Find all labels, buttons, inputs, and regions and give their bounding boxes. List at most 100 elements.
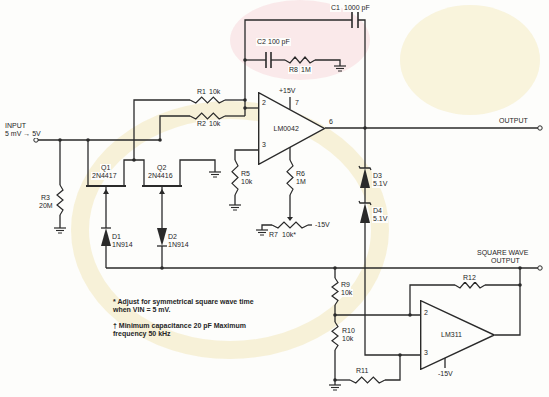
footnote: * Adjust for symmetrical square wave tim… xyxy=(112,298,264,314)
component-label: D1 xyxy=(111,233,122,241)
component-label: 2N4417 xyxy=(91,172,118,180)
component-label: Q2 xyxy=(156,164,167,172)
component-label: R11 xyxy=(355,367,369,375)
wire xyxy=(364,188,365,203)
wire xyxy=(235,150,258,160)
wire xyxy=(385,355,400,380)
component-label: R6 xyxy=(295,170,306,178)
wire xyxy=(225,99,245,100)
watermark xyxy=(80,110,380,350)
junction-dot xyxy=(86,138,90,142)
component-label: OUTPUT xyxy=(490,257,521,265)
junction-dot xyxy=(333,266,337,270)
wire xyxy=(234,195,235,205)
terminal xyxy=(538,126,542,130)
component-label: 10k* xyxy=(281,231,297,239)
resistor-symbol xyxy=(350,377,385,383)
terminal xyxy=(34,138,38,142)
component-label: 1M xyxy=(300,66,312,74)
wire xyxy=(245,59,266,60)
junction-dot xyxy=(160,266,164,270)
op-amp-outline xyxy=(259,93,325,165)
junction-dot xyxy=(132,158,136,162)
op-amp-outline xyxy=(421,301,495,370)
component-label: R8 xyxy=(288,66,299,74)
capacitor-symbol xyxy=(351,12,353,28)
component-label: 20M xyxy=(38,202,54,210)
wire xyxy=(225,115,245,116)
capacitor-symbol xyxy=(265,52,267,68)
junction-dot xyxy=(518,266,522,270)
resistor-symbol xyxy=(190,97,225,103)
wire xyxy=(105,186,106,228)
wire xyxy=(444,358,445,368)
wire xyxy=(161,186,162,228)
component-label: D2 xyxy=(167,233,178,241)
wire xyxy=(364,128,365,168)
op-amp: LM311 xyxy=(420,300,495,370)
wire xyxy=(245,107,258,108)
ground-symbol xyxy=(211,174,219,175)
ground-symbol xyxy=(209,171,221,172)
diode-symbol xyxy=(101,228,111,246)
component-label: OUTPUT xyxy=(498,117,529,125)
terminal xyxy=(538,266,542,270)
wire xyxy=(180,160,215,186)
component-label: 1N914 xyxy=(111,241,134,249)
component-label: R5 xyxy=(240,170,251,178)
component-label: D4 xyxy=(372,207,383,215)
resistor-symbol xyxy=(332,278,338,305)
wire xyxy=(325,127,538,128)
component-label: R3 xyxy=(40,194,51,202)
resistor-symbol xyxy=(272,222,308,228)
resistor-symbol xyxy=(285,57,315,63)
component-label: R9 xyxy=(340,281,351,289)
component-label: 1N914 xyxy=(167,241,190,249)
component-label: R10 xyxy=(341,327,356,335)
wire xyxy=(271,59,285,60)
op-amp: LM0042 xyxy=(258,92,325,165)
junction-dot xyxy=(398,353,402,357)
wire xyxy=(289,195,290,219)
wire xyxy=(245,20,352,116)
ground-symbol xyxy=(338,71,342,72)
junction-dot xyxy=(408,313,412,317)
component-label: R12 xyxy=(462,274,477,282)
component-label: 10k xyxy=(208,120,221,128)
component-label: -15V xyxy=(314,221,331,229)
wire xyxy=(106,267,538,268)
wire xyxy=(308,224,312,225)
wire xyxy=(495,268,520,335)
zener-diode xyxy=(360,168,370,188)
junction-dot xyxy=(243,106,247,110)
wire xyxy=(59,140,60,185)
component-label: 2N4416 xyxy=(147,172,174,180)
component-label: 1000 pF xyxy=(343,4,371,12)
component-label: 5 mV → 5V xyxy=(4,130,42,138)
watermark xyxy=(230,0,370,80)
wire xyxy=(335,314,420,315)
component-label: Q1 xyxy=(100,164,111,172)
ground-symbol xyxy=(256,229,268,230)
wire xyxy=(59,215,60,228)
component-label: C2 xyxy=(256,38,267,46)
component-label: 1M xyxy=(295,178,307,186)
resistor-symbol xyxy=(455,282,485,288)
ground-symbol xyxy=(213,177,217,178)
part-number: LM0042 xyxy=(273,125,298,133)
part-number: LM311 xyxy=(441,331,462,339)
component-label: 5.1V xyxy=(372,215,388,223)
component-label: R1 xyxy=(196,88,207,96)
ground-symbol xyxy=(258,232,266,233)
component-label: 5.1V xyxy=(372,180,388,188)
resistor-symbol xyxy=(190,113,225,119)
component-label: C1 xyxy=(330,4,341,12)
ground-symbol xyxy=(233,210,237,211)
component-label: 10k xyxy=(341,335,354,343)
ground-symbol xyxy=(260,235,264,236)
component-label: SQUARE WAVE xyxy=(476,249,529,257)
wire xyxy=(134,100,190,160)
wire xyxy=(365,223,420,355)
ground-symbol xyxy=(54,227,66,228)
zener-diode xyxy=(359,201,371,205)
